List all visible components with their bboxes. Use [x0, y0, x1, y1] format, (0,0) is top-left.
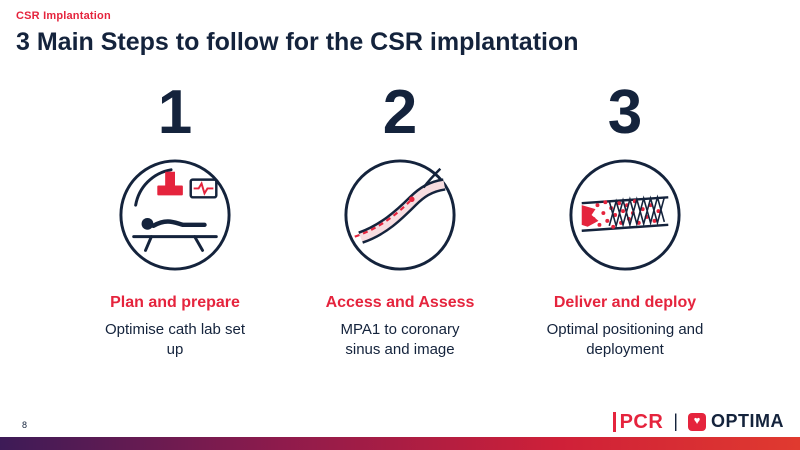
coronary-sinus-access-icon — [341, 156, 459, 274]
step-3-number: 3 — [607, 78, 643, 147]
step-3-title: Deliver and deploy — [553, 294, 697, 311]
step-1-title: Plan and prepare — [110, 294, 240, 311]
step-1-number: 1 — [157, 78, 193, 147]
step-2-number: 2 — [382, 78, 418, 147]
footer-gradient-bar — [0, 437, 800, 450]
step-1-description: Optimise cath lab set up — [104, 321, 246, 359]
step-2-title: Access and Assess — [325, 294, 475, 311]
cath-lab-icon — [116, 156, 234, 274]
stent-deployment-icon — [566, 156, 684, 274]
footer-logos: PCR | ♥ OPTIMA — [612, 411, 784, 432]
slide-page-number: 8 — [22, 420, 28, 430]
slide-header: CSR Implantation 3 Main Steps to follow … — [16, 10, 784, 57]
step-1: 1 Plan and prepare Optimise cath la — [70, 82, 280, 361]
step-3-description: Optimal positioning and deployment — [546, 321, 704, 359]
step-2-description: MPA1 to coronary sinus and image — [340, 321, 460, 359]
page-title: 3 Main Steps to follow for the CSR impla… — [16, 28, 579, 56]
pcr-logo: PCR — [612, 411, 664, 432]
optima-logo-text: OPTIMA — [711, 411, 784, 431]
optima-heart-icon: ♥ — [688, 412, 706, 431]
slide-eyebrow: CSR Implantation — [16, 10, 111, 22]
step-3: 3 — [520, 82, 730, 361]
logo-separator: | — [673, 411, 678, 431]
step-2: 2 Access and Assess MPA1 to coronary sin… — [295, 82, 505, 361]
optima-logo: ♥ OPTIMA — [688, 411, 784, 432]
steps-row: 1 Plan and prepare Optimise cath la — [0, 82, 800, 361]
